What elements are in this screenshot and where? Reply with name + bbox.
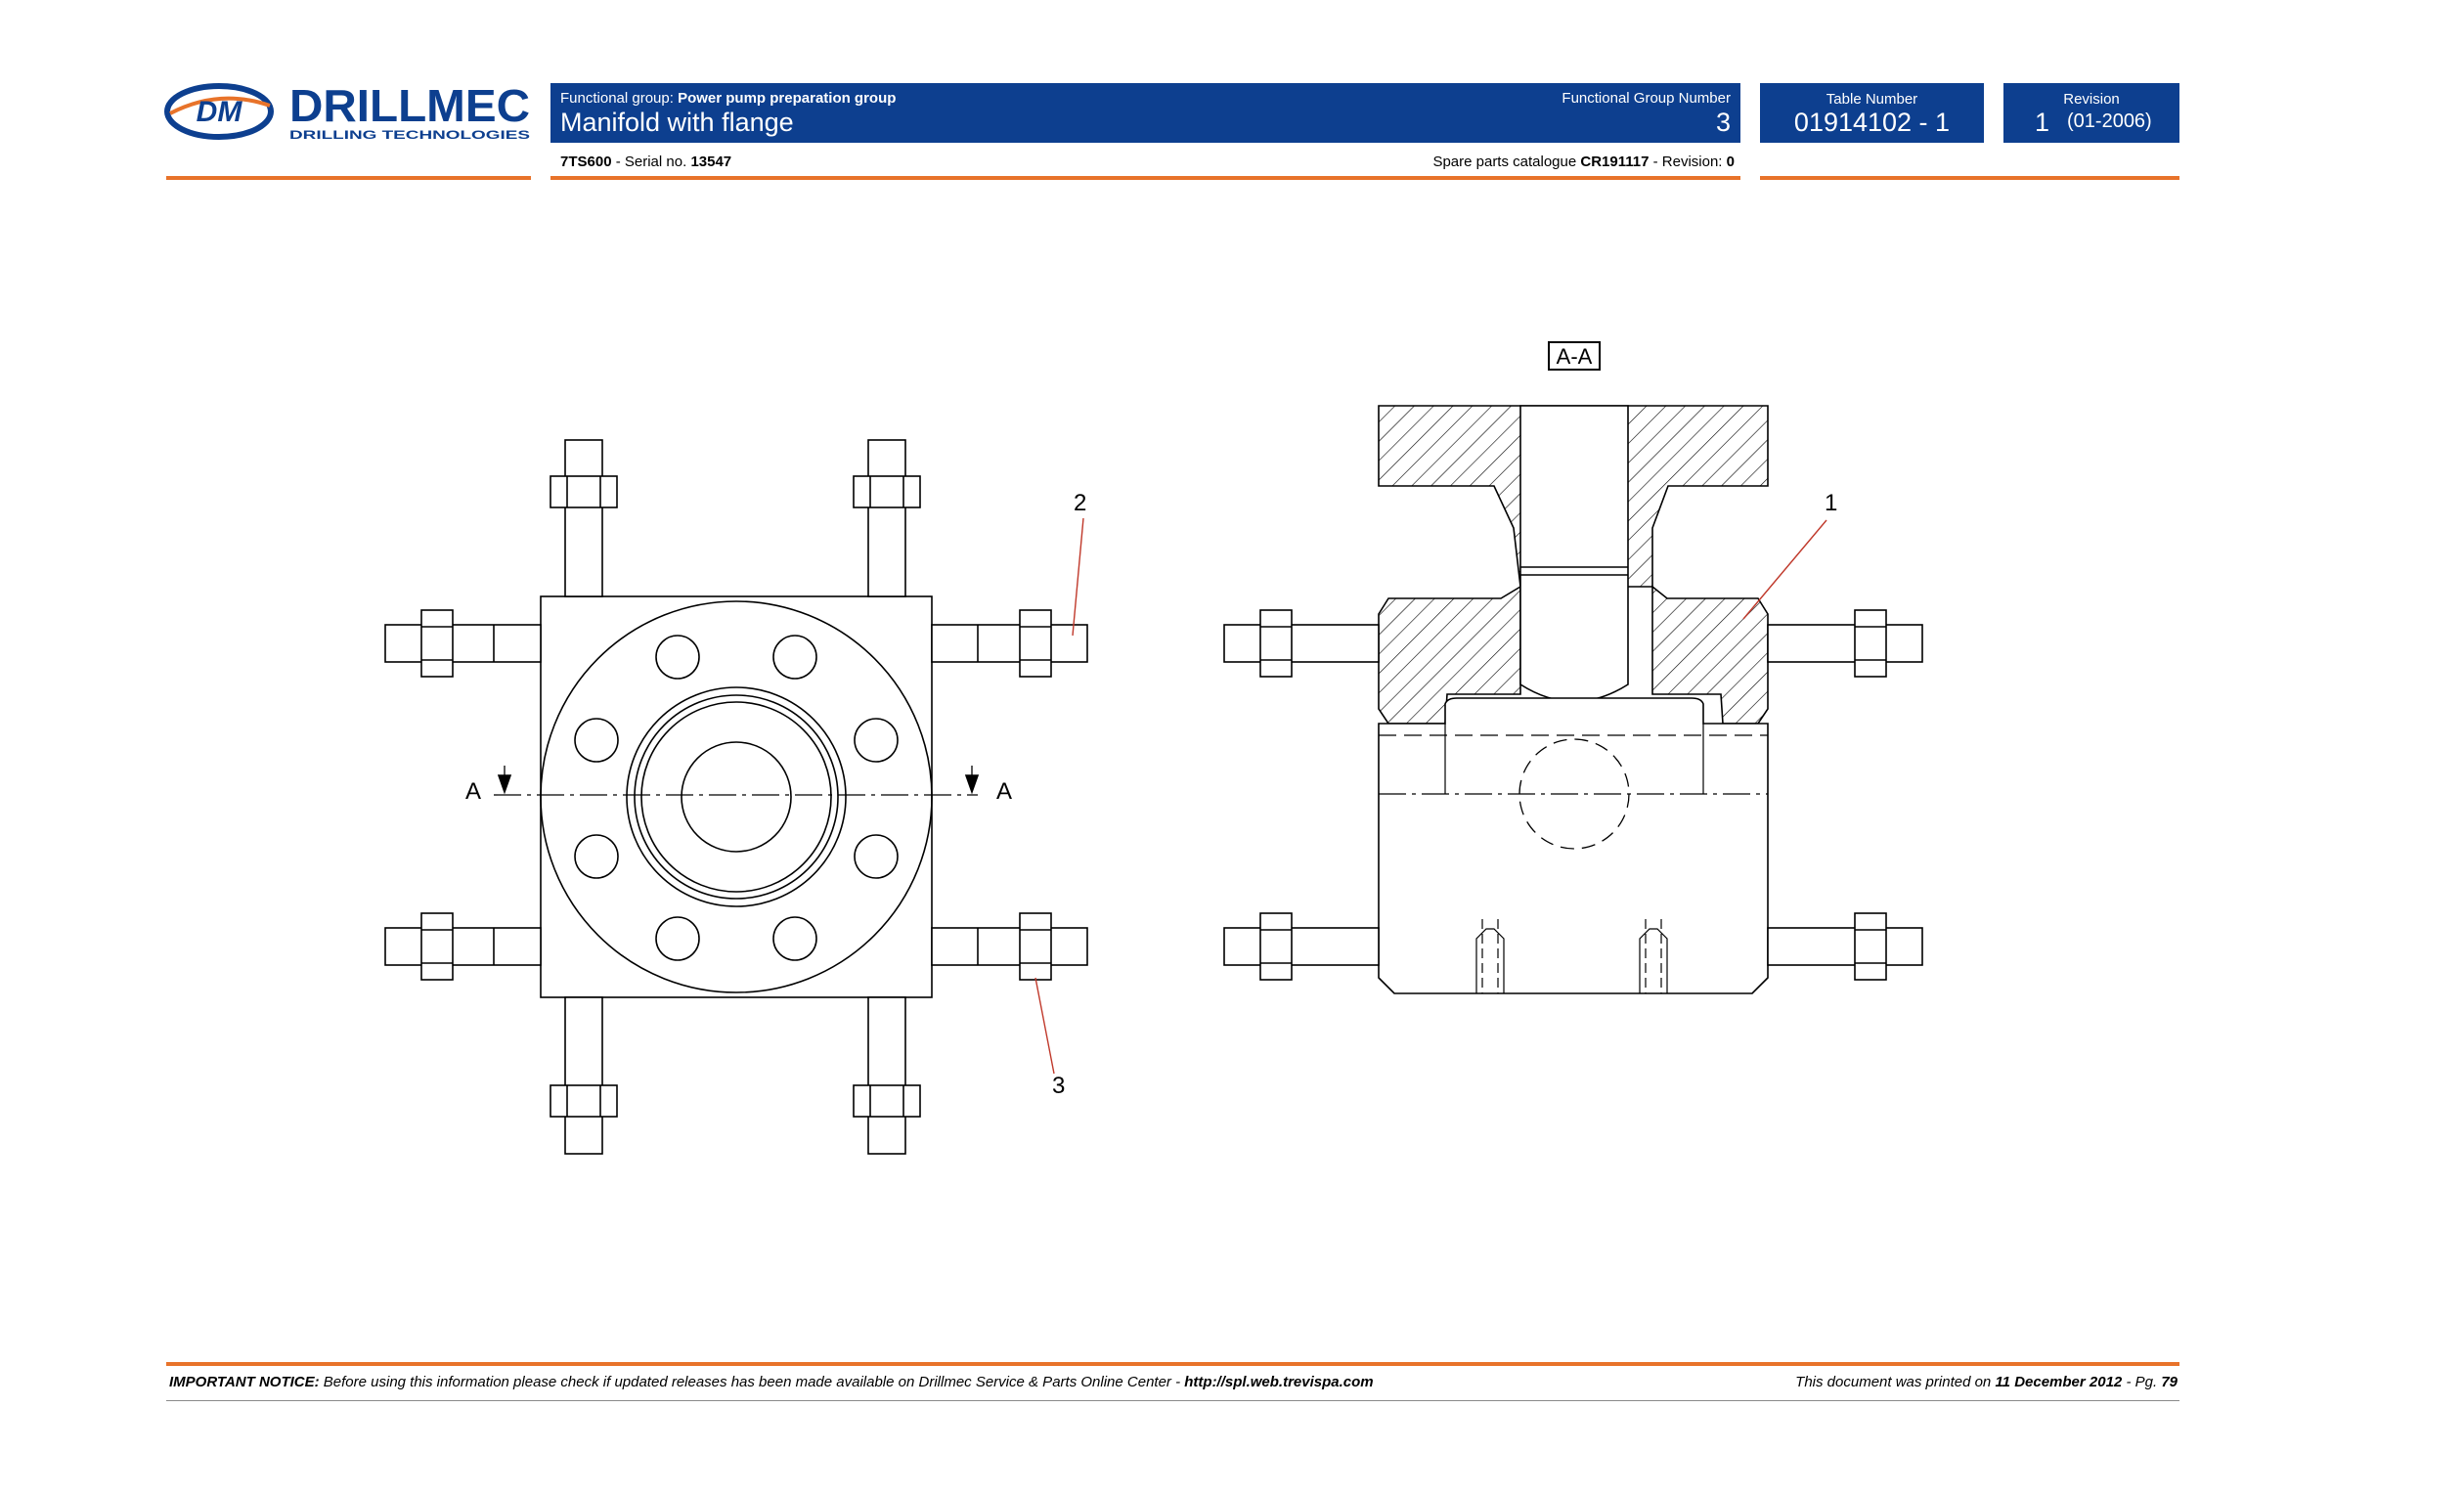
printed-prefix: This document was printed on xyxy=(1795,1374,1992,1390)
model-serial: 7TS600 - Serial no. 13547 xyxy=(560,154,731,170)
table-number-label: Table Number xyxy=(1826,91,1918,108)
section-label-box xyxy=(1548,341,1601,371)
table-number: 01914102 - 1 xyxy=(1793,108,1951,137)
page-title: Manifold with flange xyxy=(560,108,794,137)
page-prefix: - Pg. xyxy=(2126,1374,2158,1390)
company-logo: DM DRILLMEC DRILLING TECHNOLOGIES xyxy=(164,80,534,143)
functional-group-line: Functional group: Power pump preparation… xyxy=(560,90,896,107)
functional-group-number: 3 xyxy=(1715,108,1731,137)
catalogue-info: Spare parts catalogue CR191117 - Revisio… xyxy=(1432,154,1735,170)
callout-1: 1 xyxy=(1825,490,1837,516)
logo-tagline: DRILLING TECHNOLOGIES xyxy=(289,128,530,142)
logo-brand: DRILLMEC xyxy=(289,80,530,131)
logo-rule xyxy=(166,176,531,180)
callout-1-leader xyxy=(1742,519,1827,620)
functional-group-name: Power pump preparation group xyxy=(678,90,897,107)
footer-notice: IMPORTANT NOTICE: Before using this info… xyxy=(169,1374,1374,1390)
revision-label: Revision xyxy=(2063,91,2120,108)
notice-text: Before using this information please che… xyxy=(323,1374,1181,1390)
callout-2-leader xyxy=(1072,517,1084,637)
header-rule xyxy=(550,176,1740,180)
callout-3-leader xyxy=(1034,977,1055,1075)
catalogue-code: CR191117 xyxy=(1580,154,1650,170)
drillmec-logo-icon: DM DRILLMEC DRILLING TECHNOLOGIES xyxy=(164,80,530,142)
logo-mark: DM xyxy=(197,96,243,128)
footer-rule xyxy=(166,1362,2179,1366)
callout-2: 2 xyxy=(1074,490,1086,516)
functional-group-prefix: Functional group: xyxy=(560,90,674,107)
printed-date: 11 December 2012 xyxy=(1995,1374,2123,1390)
serial-prefix: - Serial no. xyxy=(615,154,687,170)
table-number-box: Table Number 01914102 - 1 xyxy=(1760,83,1984,143)
revision-date: (01-2006) xyxy=(2067,110,2152,132)
section-label: A-A xyxy=(1557,344,1593,369)
catalogue-prefix: Spare parts catalogue xyxy=(1432,154,1577,170)
notice-link[interactable]: http://spl.web.trevispa.com xyxy=(1184,1374,1374,1390)
revision-box: Revision 1 (01-2006) xyxy=(2003,83,2179,143)
front-view xyxy=(384,439,1088,1155)
callout-3: 3 xyxy=(1052,1073,1065,1099)
functional-group-number-label: Functional Group Number xyxy=(1562,90,1731,107)
cut-label-right: A xyxy=(996,778,1012,805)
cut-label-left: A xyxy=(465,778,481,805)
model-code: 7TS600 xyxy=(560,154,612,170)
footer-bottom-rule xyxy=(166,1400,2179,1401)
notice-label: IMPORTANT NOTICE: xyxy=(169,1374,320,1390)
catalogue-revision: 0 xyxy=(1726,154,1735,170)
page-number: 79 xyxy=(2161,1374,2178,1390)
table-revision-rule xyxy=(1760,176,2179,180)
header-bar: Functional group: Power pump preparation… xyxy=(550,83,1740,143)
revision-number: 1 xyxy=(2035,108,2050,137)
catalogue-revision-prefix: - Revision: xyxy=(1652,154,1723,170)
section-view xyxy=(1223,405,1923,994)
footer-printed: This document was printed on 11 December… xyxy=(1795,1374,2178,1390)
serial-number: 13547 xyxy=(690,154,732,170)
